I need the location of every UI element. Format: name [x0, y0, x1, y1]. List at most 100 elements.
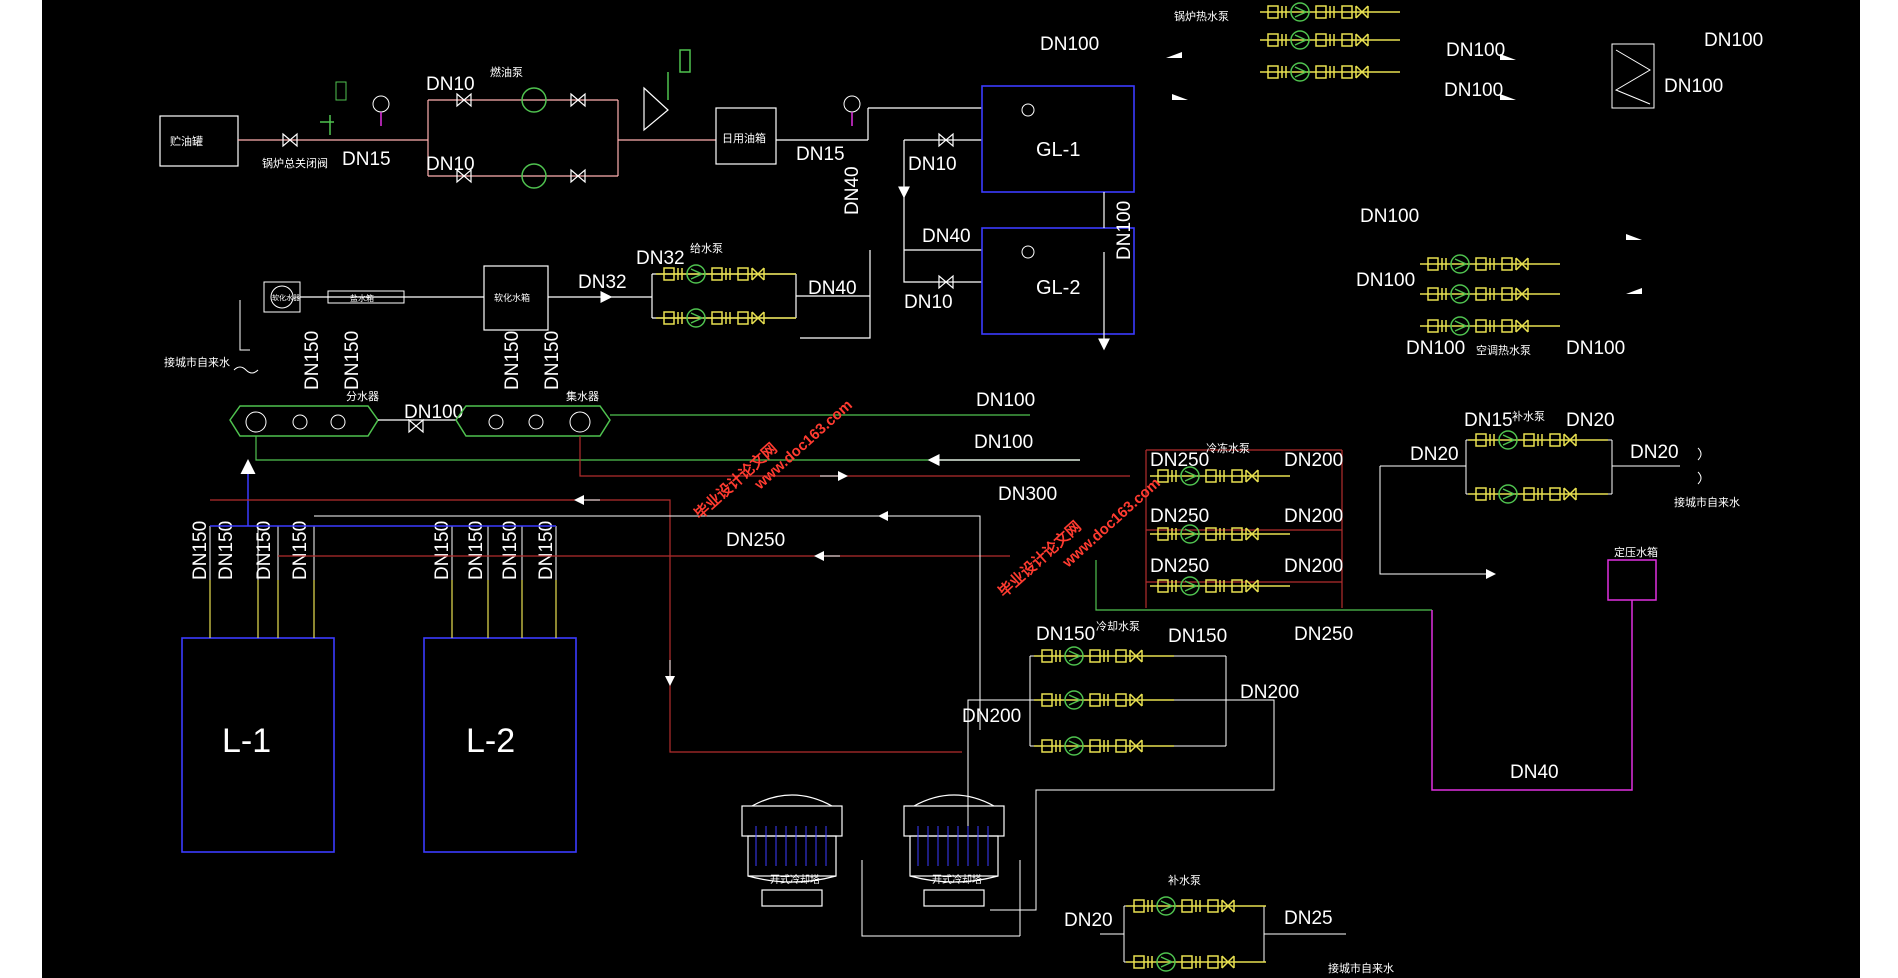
dn200-label-c: DN200: [1284, 556, 1343, 577]
dn250-label-a: DN250: [1150, 450, 1209, 471]
chw-pump-label: 冷冻水泵: [1206, 441, 1250, 455]
feed-pump-label: 给水泵: [690, 242, 723, 255]
bottom-makeup-pumps: 补水泵 DN20 DN25 接城市自来水: [1064, 874, 1394, 975]
left-window-border: [0, 0, 42, 978]
dn150-cw-label-1: DN150: [1036, 624, 1095, 645]
dn150-l1-1: DN150: [190, 521, 211, 580]
dn100-hp-label-2: DN100: [1356, 270, 1415, 291]
cooling-water-pumps: DN150 冷却水泵 DN150 DN200 DN200: [962, 620, 1299, 911]
dn200-cw-label: DN200: [962, 706, 1021, 727]
fuel-pump-label: 燃油泵: [490, 65, 523, 79]
dn10-label-d: DN10: [904, 292, 953, 313]
boiler-gl1: [981, 85, 1135, 193]
dn40-label-c: DN40: [808, 278, 857, 299]
chiller-l2: [423, 637, 577, 853]
dn250-label-d: DN250: [1294, 624, 1353, 645]
feed-water-system: 软化水器 盐水箱 软化水箱 DN32 DN32 给水泵 DN40 接城市自来水: [164, 242, 870, 374]
l2-label: L-2: [466, 722, 515, 760]
main-valve-label: 锅炉总关闭阀: [262, 156, 328, 170]
oil-tank-label: 贮油罐: [170, 134, 203, 148]
day-tank-label: 日用油箱: [722, 131, 766, 145]
boiler-hot-water-pumps: 锅炉热水泵 DN100 DN100 DN100 DN100 DN100: [1040, 2, 1763, 109]
dn250-label-b: DN250: [1150, 506, 1209, 527]
dn100-right-label-1: DN100: [1446, 40, 1505, 61]
dn150-label-3: DN150: [502, 331, 523, 390]
makeup-pump-top-label: 补水泵: [1512, 410, 1545, 423]
dn150-l1-3: DN150: [254, 521, 275, 580]
dn100-right-label-2: DN100: [1444, 80, 1503, 101]
dn32-label: DN32: [578, 272, 627, 293]
l1-label: L-1: [222, 722, 271, 760]
dn100-mid-label: DN100: [404, 402, 463, 423]
divider-label: 分水器: [346, 390, 379, 403]
dn300-label: DN300: [998, 484, 1057, 505]
cooling-tower-1: [741, 794, 843, 907]
boiler-pump-label: 锅炉热水泵: [1174, 10, 1229, 23]
expansion-label: 定压水箱: [1614, 545, 1658, 559]
city-water-label-3: 接城市自来水: [1328, 961, 1394, 975]
dn100-right-label-3: DN100: [1704, 30, 1763, 51]
gl1-label: GL-1: [1036, 139, 1080, 161]
chillers: L-1 L-2 DN150 DN150 DN150 DN150 DN150 DN…: [181, 459, 1010, 853]
makeup-pump-bottom-label: 补水泵: [1168, 874, 1201, 887]
city-water-label-1: 接城市自来水: [164, 355, 230, 369]
plate-heat-exchanger: [1611, 43, 1655, 109]
water-collector: [455, 405, 611, 437]
dn150-l2-1: DN150: [432, 521, 453, 580]
dn10-label-c: DN10: [908, 154, 957, 175]
tower1-label: 开式冷却塔: [770, 873, 820, 886]
dn100-top-label: DN100: [1040, 34, 1099, 55]
dn150-l1-4: DN150: [290, 521, 311, 580]
dn150-l2-2: DN150: [466, 521, 487, 580]
dn150-label-1: DN150: [302, 331, 323, 390]
fuel-pump-1: [521, 87, 547, 113]
expansion-tank: [1607, 559, 1657, 601]
window-controls[interactable]: – ▫ ✕: [1862, 0, 1892, 13]
fuel-pump-2: [521, 163, 547, 189]
dn100-hp-label-1: DN100: [1360, 206, 1419, 227]
gl2-label: GL-2: [1036, 277, 1080, 299]
cw-pump-label: 冷却水泵: [1096, 620, 1140, 633]
dn200-label-a: DN200: [1284, 450, 1343, 471]
dn20-label-c: DN20: [1630, 442, 1679, 463]
dn100-hp-label-3: DN100: [1406, 338, 1465, 359]
dn100-hp-label-4: DN100: [1566, 338, 1625, 359]
fuel-oil-system: 贮油罐 锅炉总关闭阀 DN15 DN10 DN10 燃油泵 日用油箱: [159, 49, 982, 339]
dn10-label-b: DN10: [426, 154, 475, 175]
ac-hot-water-pumps: DN100 DN100 DN100 空调热水泵 DN100: [1356, 206, 1642, 359]
dn200-label-b: DN200: [1284, 506, 1343, 527]
dn150-cw-label-2: DN150: [1168, 626, 1227, 647]
soft-water-tank: [483, 265, 549, 331]
tower2-label: 开式冷却塔: [932, 873, 982, 886]
dn20-bottom-label: DN20: [1064, 910, 1113, 931]
dn150-l2-4: DN150: [536, 521, 557, 580]
city-water-label-2: 接城市自来水: [1674, 495, 1740, 509]
dn40-expansion-label: DN40: [1510, 762, 1559, 783]
dn100-line2-label: DN100: [974, 432, 1033, 453]
makeup-expansion: DN15 补水泵 DN20 DN20 DN20 接城市自来水 定压水箱 DN40: [1379, 410, 1740, 791]
dn200-cw-label-2: DN200: [1240, 682, 1299, 703]
boilers: GL-1 GL-2 DN100: [981, 85, 1135, 348]
chilled-water-pumps: DN250 DN250 DN250 冷冻水泵 DN200 DN200 DN200…: [1095, 441, 1432, 645]
watermark: 毕业设计论文网 www.doc163.com 毕业设计论文网 www.doc16…: [691, 396, 1164, 600]
dn250-main-label: DN250: [726, 530, 785, 551]
dn150-l2-3: DN150: [500, 521, 521, 580]
salt-tank-label: 盐水箱: [350, 293, 374, 303]
dn150-label-4: DN150: [542, 331, 563, 390]
dn15-makeup-label: DN15: [1464, 410, 1513, 431]
boiler-gl2: [981, 227, 1135, 335]
cooling-tower-2: [903, 794, 1005, 907]
dn150-l1-2: DN150: [216, 521, 237, 580]
dn150-label-2: DN150: [342, 331, 363, 390]
dn15-label-b: DN15: [796, 144, 845, 165]
soft-tank-label: 软化水箱: [494, 292, 530, 303]
dn32-pump-label: DN32: [636, 248, 685, 269]
dn20-label-a: DN20: [1566, 410, 1615, 431]
cooling-towers: 开式冷却塔 开式冷却塔: [669, 690, 1021, 937]
collector-label: 集水器: [566, 389, 599, 403]
right-window-border: [1860, 0, 1898, 978]
oil-storage-tank: [159, 115, 239, 167]
dn100-line1-label: DN100: [976, 390, 1035, 411]
